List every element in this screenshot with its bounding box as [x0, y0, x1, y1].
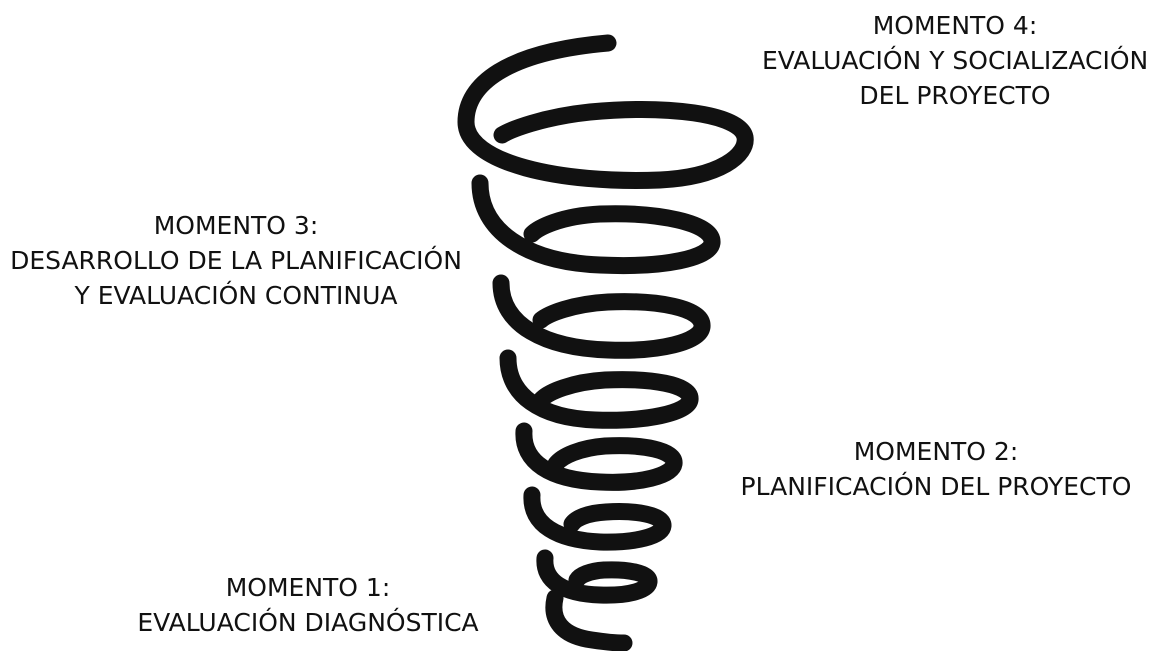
- moment-4-heading: MOMENTO 4:: [872, 11, 1038, 40]
- spiral-tail: [545, 589, 633, 652]
- moment-3-line-2: Y EVALUACIÓN CONTINUA: [74, 281, 398, 310]
- moment-4-line-1: EVALUACIÓN Y SOCIALIZACIÓN: [762, 46, 1149, 75]
- moment-2-heading: MOMENTO 2:: [853, 437, 1019, 466]
- spiral-loop-7: [536, 549, 658, 604]
- moment-2-line-1: PLANIFICACIÓN DEL PROYECTO: [740, 472, 1132, 501]
- moment-3-label: MOMENTO 3: DESARROLLO DE LA PLANIFICACIÓ…: [6, 208, 466, 313]
- moment-1-label: MOMENTO 1: EVALUACIÓN DIAGNÓSTICA: [126, 570, 490, 640]
- moment-1-heading: MOMENTO 1:: [225, 573, 391, 602]
- spiral-loop-1: [457, 34, 754, 189]
- spiral-loop-6: [523, 486, 672, 551]
- moment-3-line-1: DESARROLLO DE LA PLANIFICACIÓN: [10, 246, 462, 275]
- moment-3-heading: MOMENTO 3:: [153, 211, 319, 240]
- spiral-coil: [457, 34, 754, 652]
- moment-2-label: MOMENTO 2: PLANIFICACIÓN DEL PROYECTO: [736, 434, 1136, 504]
- spiral-loop-3: [492, 274, 711, 359]
- spiral-loop-4: [499, 349, 699, 429]
- moment-1-line-1: EVALUACIÓN DIAGNÓSTICA: [137, 608, 479, 637]
- spiral-loop-2: [471, 174, 721, 274]
- spiral-loop-5: [515, 422, 683, 491]
- moment-4-label: MOMENTO 4: EVALUACIÓN Y SOCIALIZACIÓN DE…: [762, 8, 1148, 113]
- moment-4-line-2: DEL PROYECTO: [859, 81, 1051, 110]
